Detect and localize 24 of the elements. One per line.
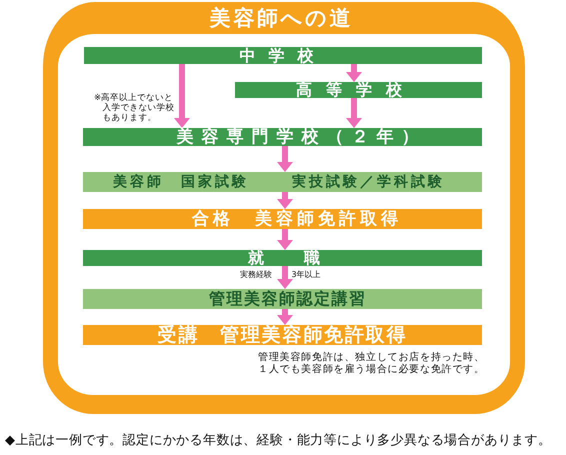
step-box: [83, 172, 482, 192]
arrow: [277, 192, 293, 209]
step-box: 中学校: [84, 47, 482, 64]
step-box: 受講 管理美容師免許取得: [83, 325, 482, 345]
arrow: [346, 64, 362, 82]
note-text: 管理美容師免許は、独立してお店を持った時、１人でも美容師を雇う場合に必要な免許です。: [258, 352, 486, 376]
arrow: [277, 146, 293, 172]
arrow: [277, 309, 293, 325]
edge-label: 実務経験 3年以上: [240, 270, 321, 280]
frame-title: 美容師への道: [208, 5, 354, 32]
step-label: 美容師 国家試験: [113, 172, 249, 192]
arrow: [174, 64, 190, 128]
step-box: 就 職: [83, 250, 482, 266]
step-box: 美容専門学校（２年）: [83, 128, 482, 146]
arrow: [277, 266, 293, 289]
step-box: 管理美容師認定講習: [83, 289, 482, 309]
rounded-frame: [43, 2, 525, 414]
step-box: 合格 美容師免許取得: [83, 209, 482, 229]
arrow: [346, 98, 362, 128]
step-box: 高等学校: [235, 82, 482, 98]
footnote: ◆上記は一例です。認定にかかる年数は、経験・能力等により多少異なる場合があります。: [5, 432, 552, 450]
side-note: ※高卒以上でないと入学できない学校もあります。: [94, 93, 176, 123]
step-label: 実技試験／学科試験: [292, 173, 445, 192]
arrow: [277, 229, 293, 250]
